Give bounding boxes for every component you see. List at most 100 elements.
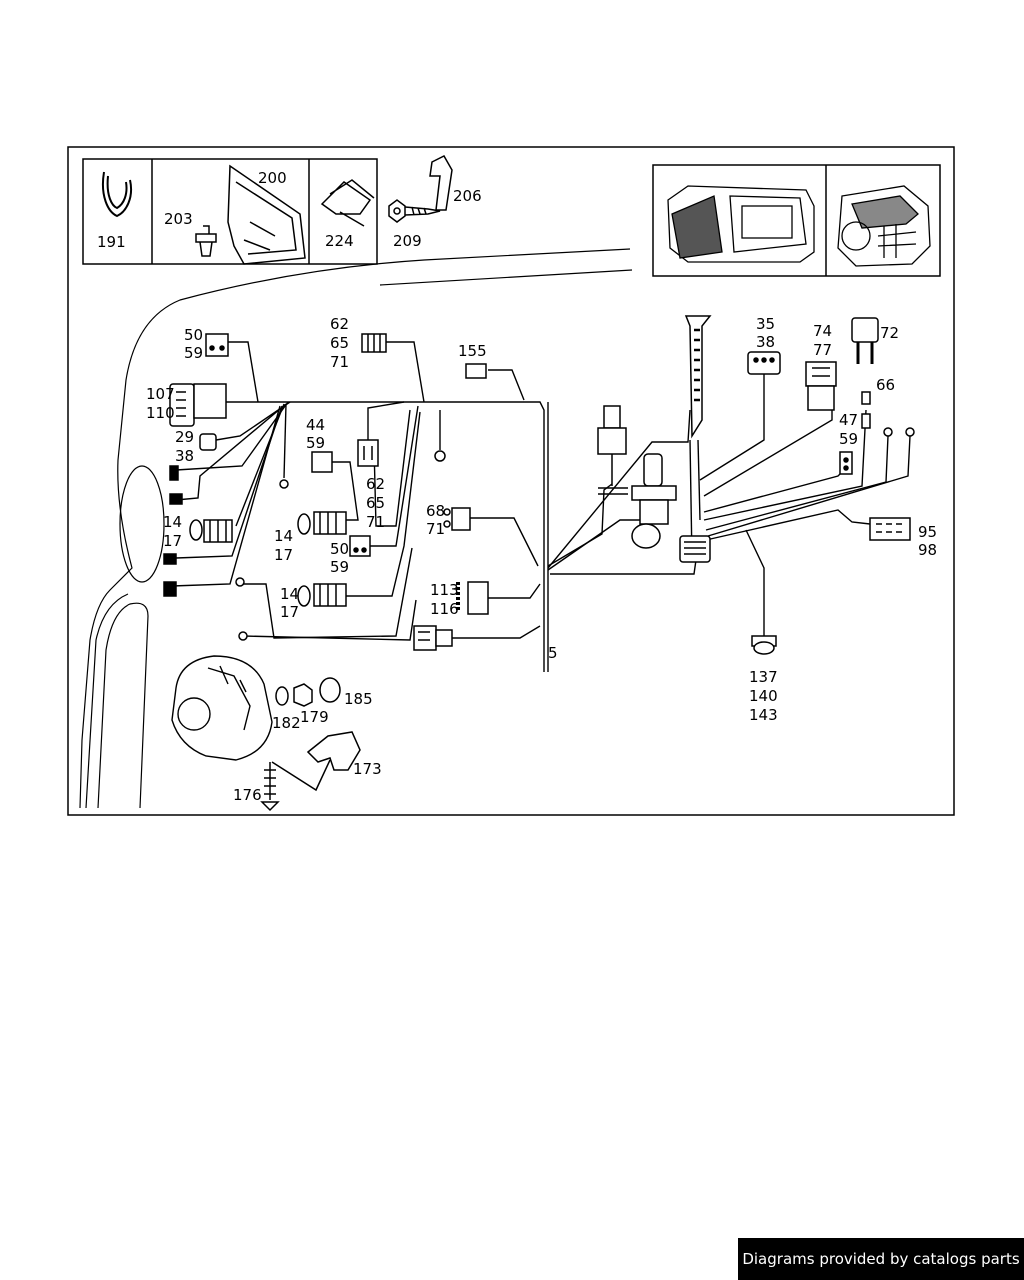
callout-47: 47	[839, 411, 858, 429]
callout-173: 173	[353, 760, 382, 778]
parts-inset-panel	[82, 155, 453, 265]
callout-14: 14	[274, 527, 293, 545]
connector-44-59	[311, 451, 333, 473]
callout-116: 116	[430, 600, 459, 618]
terminal-66	[861, 391, 915, 437]
callout-209: 209	[393, 232, 422, 250]
connector-14-17-lower	[297, 583, 347, 607]
connector-62-65-71-lower	[357, 439, 379, 467]
callout-72: 72	[880, 324, 899, 342]
bracket-200-icon	[227, 164, 306, 265]
callout-35: 35	[756, 315, 775, 333]
callout-17: 17	[280, 603, 299, 621]
engine-icon	[837, 185, 931, 267]
connector-155	[465, 363, 487, 379]
connector-lower-plug	[413, 625, 453, 651]
callout-77: 77	[813, 341, 832, 359]
diagram-frame	[67, 146, 955, 816]
callout-107: 107	[146, 385, 175, 403]
rivet-203-icon	[195, 225, 217, 257]
callout-66: 66	[876, 376, 895, 394]
clip-191-icon	[102, 171, 132, 218]
callout-59: 59	[839, 430, 858, 448]
connector-113-116	[456, 581, 489, 615]
connector-68-71	[443, 507, 471, 531]
vehicle-reference-panel	[652, 164, 941, 277]
callout-59: 59	[330, 558, 349, 576]
callout-206: 206	[453, 187, 482, 205]
callout-44: 44	[306, 416, 325, 434]
callout-98: 98	[918, 541, 937, 559]
callout-95: 95	[918, 523, 937, 541]
callout-185: 185	[344, 690, 373, 708]
vehicle-icon	[667, 185, 815, 263]
callout-65: 65	[366, 494, 385, 512]
callout-29: 29	[175, 428, 194, 446]
bracket-206-icon	[429, 155, 453, 211]
connector-35-38	[747, 351, 781, 375]
callout-74: 74	[813, 322, 832, 340]
callout-200: 200	[258, 169, 287, 187]
callout-110: 110	[146, 404, 175, 422]
callout-59: 59	[306, 434, 325, 452]
callout-50: 50	[184, 326, 203, 344]
connector-74-77	[805, 361, 837, 411]
connector-95-98	[869, 517, 911, 541]
callout-140: 140	[749, 687, 778, 705]
callout-113: 113	[430, 581, 459, 599]
callout-65: 65	[330, 334, 349, 352]
callout-224: 224	[325, 232, 354, 250]
callout-59: 59	[184, 344, 203, 362]
callout-17: 17	[163, 532, 182, 550]
credit-text: Diagrams provided by catalogs parts	[742, 1250, 1020, 1268]
callout-62: 62	[330, 315, 349, 333]
injector-valve	[631, 453, 677, 549]
bracket-173	[306, 731, 361, 771]
grommet	[679, 535, 711, 563]
connector-50-59-top	[205, 333, 229, 357]
ground-terminals	[235, 450, 446, 641]
callout-14: 14	[163, 513, 182, 531]
washer-179	[293, 683, 313, 707]
callout-62: 62	[366, 475, 385, 493]
connector-47-59	[839, 451, 853, 475]
connector-50-59-lower	[349, 535, 371, 557]
grommet-137-140-143	[751, 635, 777, 655]
connector-29-38	[199, 433, 217, 451]
nut-182	[275, 686, 289, 706]
ecu-connector-long	[684, 315, 712, 439]
callout-176: 176	[233, 786, 262, 804]
sleeve-185	[319, 677, 341, 703]
connector-14-17-upper	[189, 519, 233, 543]
callout-203: 203	[164, 210, 193, 228]
sensor-plug	[597, 405, 628, 495]
callout-137: 137	[749, 668, 778, 686]
clip-224-icon	[320, 179, 375, 227]
alternator-icon	[171, 655, 273, 761]
plug-black-2	[163, 553, 177, 597]
callout-179: 179	[300, 708, 329, 726]
callout-38: 38	[175, 447, 194, 465]
callout-38: 38	[756, 333, 775, 351]
callout-143: 143	[749, 706, 778, 724]
harness-wires	[171, 341, 911, 672]
callout-71: 71	[330, 353, 349, 371]
screw-209-icon	[388, 199, 441, 223]
vehicle-body-outline	[79, 248, 633, 809]
callout-17: 17	[274, 546, 293, 564]
credit-banner: Diagrams provided by catalogs parts	[738, 1238, 1024, 1280]
callout-182: 182	[272, 714, 301, 732]
callout-5: 5	[548, 644, 558, 662]
callout-68: 68	[426, 502, 445, 520]
connector-107-110	[169, 383, 227, 427]
callout-labels: 191 200 203 224 209 206 50 59 62 65 71 1…	[97, 169, 937, 804]
callout-14: 14	[280, 585, 299, 603]
relay-72	[851, 317, 879, 364]
callout-71: 71	[426, 520, 445, 538]
plug-black-1	[169, 465, 183, 505]
callout-155: 155	[458, 342, 487, 360]
callout-71: 71	[366, 513, 385, 531]
callout-191: 191	[97, 233, 126, 251]
connector-62-65-71-top	[361, 333, 387, 353]
